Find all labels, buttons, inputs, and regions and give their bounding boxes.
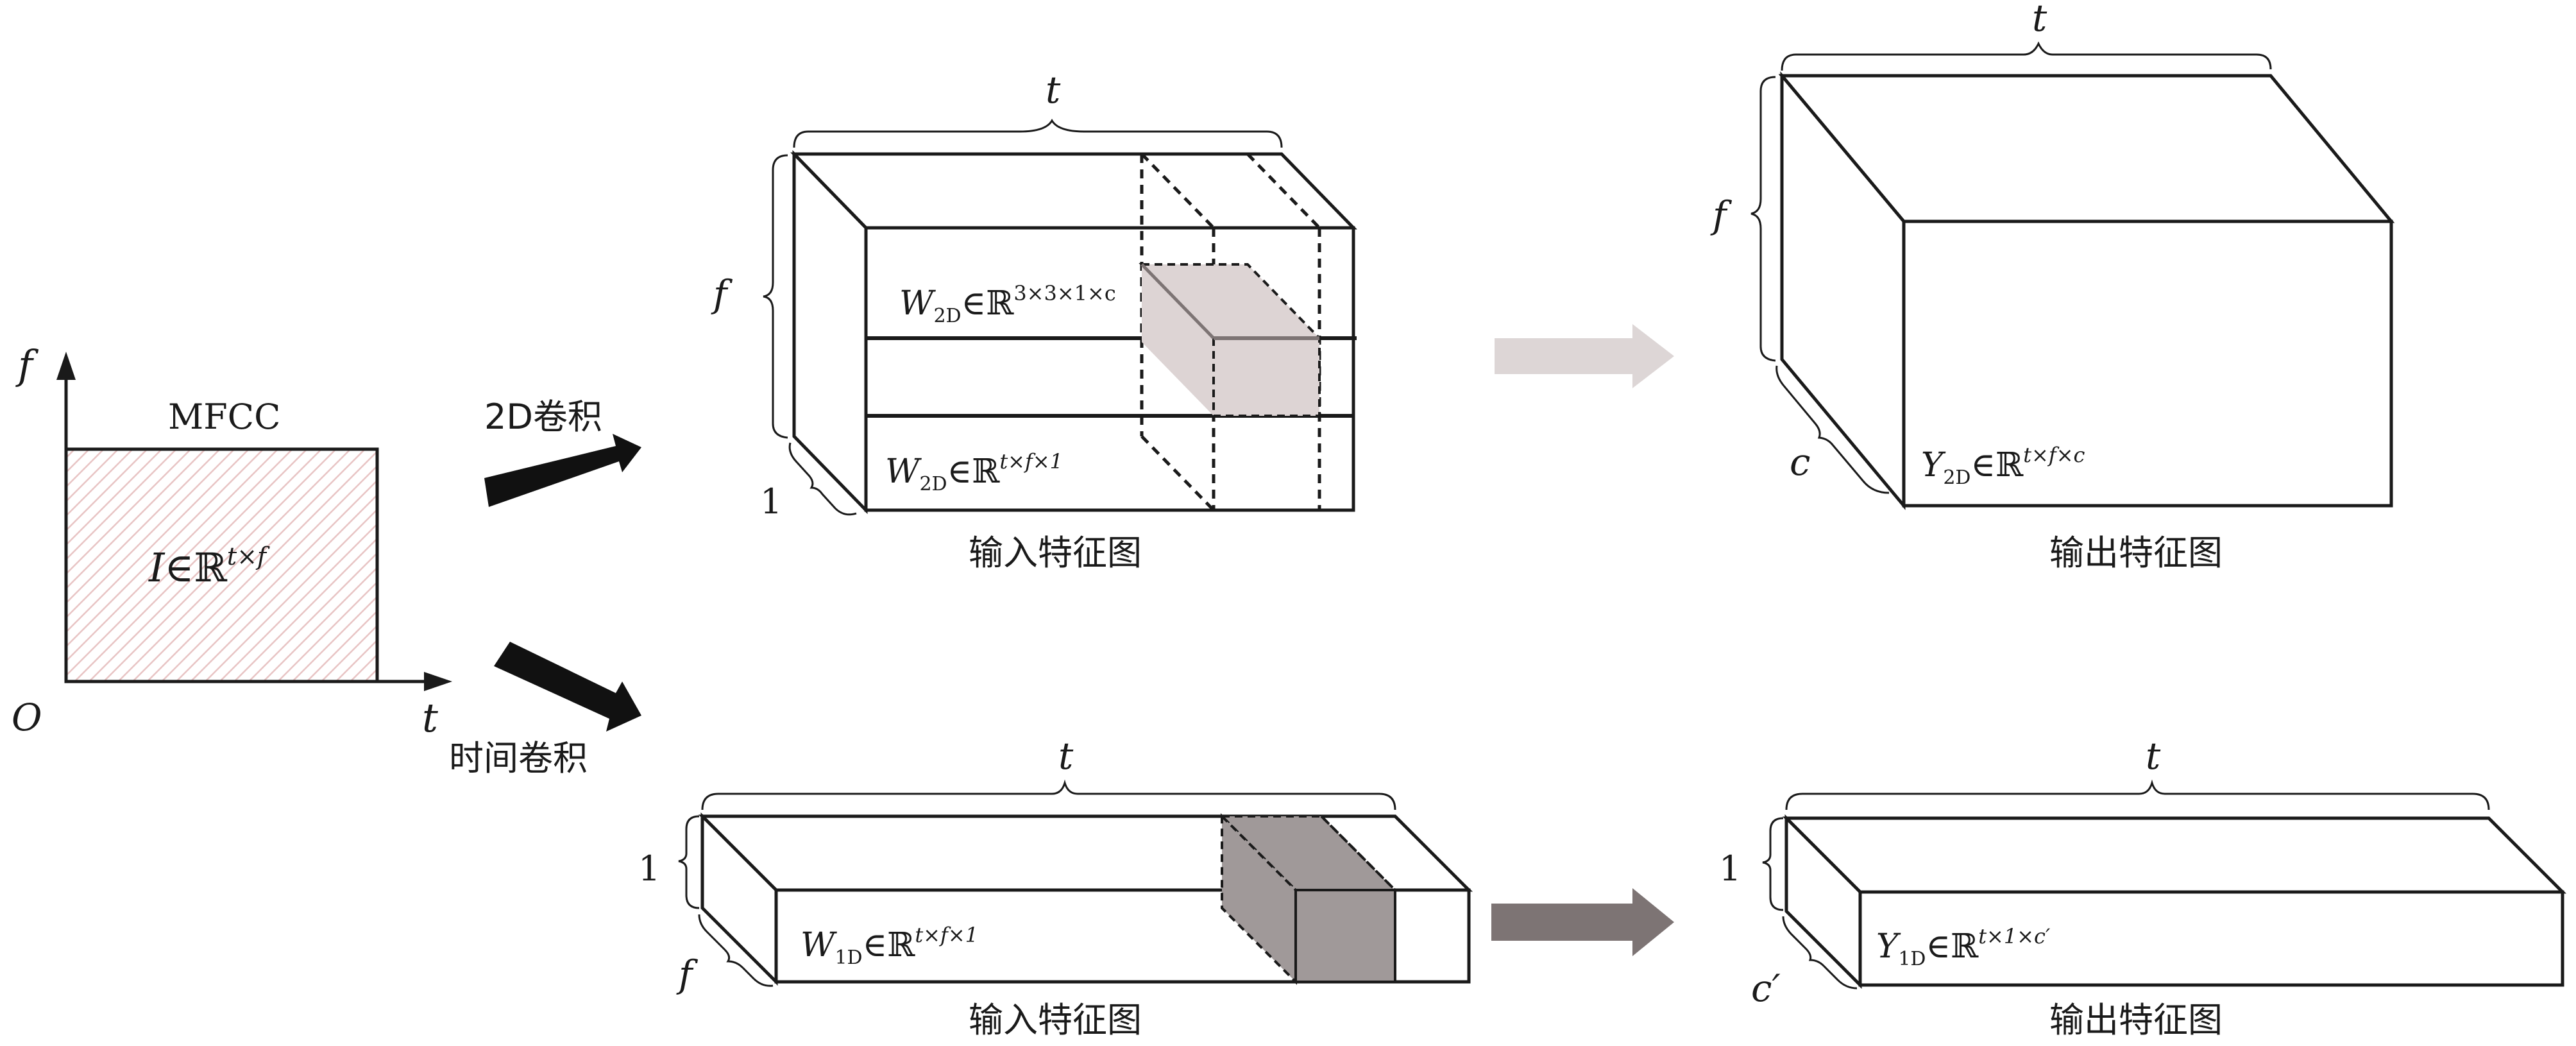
bottom-input-f-label: f	[676, 952, 699, 996]
brace-t	[793, 119, 1283, 148]
bottom-output-eq: Y1D∈ℝt×1×c′	[1876, 924, 2051, 970]
top-output-eq: Y2D∈ℝt×f×c	[1921, 443, 2085, 489]
bottom-output-caption: 输出特征图	[2049, 1000, 2223, 1040]
bottom-input-caption: 输入特征图	[969, 1000, 1142, 1040]
arrow-bottom-to-output	[1491, 888, 1674, 956]
brace-f	[763, 154, 788, 439]
mfcc-y-axis-label: f	[15, 341, 39, 388]
mfcc-title: MFCC	[168, 397, 280, 437]
arrow-conv2d	[484, 434, 641, 507]
arrow-conv1d	[494, 642, 641, 732]
mfcc-formula: I∈ℝt×f	[148, 542, 270, 591]
bottom-output-braces	[1762, 779, 2490, 990]
bottom-input-kernel-block	[1219, 813, 1398, 985]
top-input-braces	[763, 119, 1283, 516]
brace-f	[1750, 76, 1776, 362]
mfcc-origin-label: O	[12, 696, 42, 739]
conv2d-label: 2D卷积	[484, 397, 602, 437]
kernel1d-front	[1294, 889, 1396, 983]
brace-depth	[788, 442, 857, 516]
top-input-top-face	[790, 152, 1357, 230]
mfcc-y-arrowhead	[56, 352, 76, 380]
brace-c	[1775, 365, 1890, 494]
top-output-caption: 输出特征图	[2049, 533, 2223, 573]
bottom-output-t-label: t	[2146, 734, 2161, 778]
top-input-f-label: f	[711, 272, 733, 316]
arrow-top-to-output	[1495, 324, 1674, 388]
top-input-weight-eq: W2D∈ℝt×f×1	[885, 449, 1063, 495]
brace-t	[1785, 779, 2490, 810]
mfcc-region	[64, 447, 379, 683]
top-output-t-label: t	[2032, 0, 2047, 40]
brace-c	[1782, 916, 1858, 990]
bottom-input-eq: W1D∈ℝt×f×1	[801, 923, 978, 969]
top-output-c-label: c	[1790, 440, 1810, 484]
top-input-depth-label: 1	[760, 481, 782, 522]
bottom-input-one-label: 1	[638, 848, 660, 889]
brace-t	[1781, 41, 2272, 71]
conv1d-label: 时间卷积	[449, 738, 588, 778]
top-input-kernel-block	[1139, 263, 1323, 417]
mfcc-plot: f t O MFCC I∈ℝt×f	[12, 341, 452, 741]
kernel2d-shaded-front	[1212, 337, 1321, 417]
bottom-output-front-face	[1858, 890, 2564, 987]
mfcc-x-axis-label: t	[422, 694, 438, 741]
top-output-braces	[1750, 41, 2272, 494]
top-input-t-label: t	[1046, 68, 1061, 112]
kernel2d-shaded-side	[1142, 264, 1214, 416]
bottom-output-c-label: c′	[1751, 966, 1781, 1010]
top-output-feature-map	[1778, 71, 2395, 510]
arrow-conv1d-shape	[494, 642, 641, 732]
bottom-output-one-label: 1	[1719, 848, 1741, 889]
bottom-input-t-label: t	[1058, 734, 1074, 778]
arrow-conv2d-shape	[484, 434, 641, 507]
brace-t	[701, 779, 1396, 810]
top-output-front-face	[1902, 219, 2393, 508]
brace-1	[678, 815, 700, 909]
brace-f	[698, 914, 774, 987]
bottom-input-braces	[678, 779, 1396, 987]
bottom-output-feature-map	[1782, 814, 2567, 990]
top-input-kernel-eq: W2D∈ℝ3×3×1×c	[899, 281, 1116, 327]
bottom-output-top-face	[1782, 816, 2567, 894]
top-input-caption: 输入特征图	[969, 533, 1142, 573]
mfcc-x-arrowhead	[424, 672, 452, 691]
brace-1	[1762, 817, 1784, 911]
top-output-f-label: f	[1710, 193, 1733, 237]
